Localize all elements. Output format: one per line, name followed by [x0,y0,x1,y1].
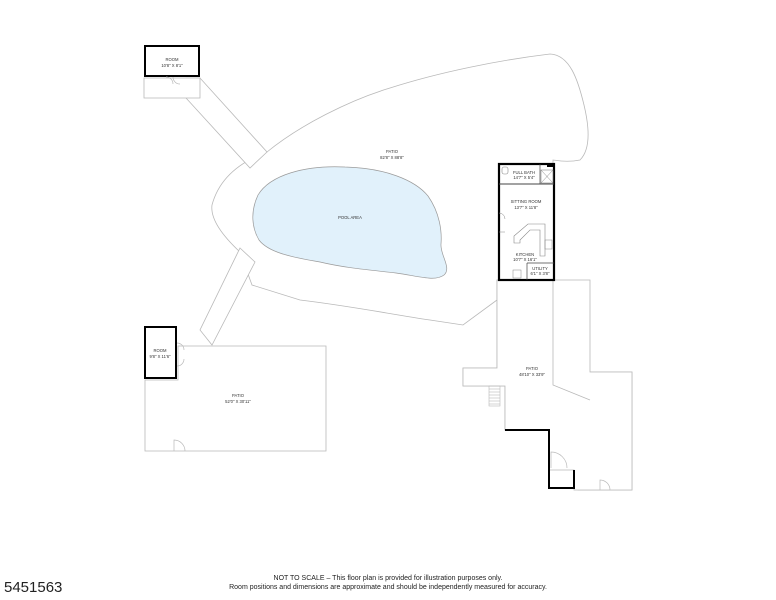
shower-icon [540,169,554,184]
patio-right-name: PATIO [526,366,539,371]
room-top [144,45,200,77]
room-top-name: ROOM [165,57,179,62]
patio-main-name: PATIO [386,149,399,154]
room-top-size: 10'8" X 8'1" [161,63,183,68]
disclaimer-line-1: NOT TO SCALE – This floor plan is provid… [273,575,503,582]
shower-x-icon [540,169,554,184]
patio-left-outline [144,345,327,452]
vent-icon [547,163,553,167]
room-left-size: 9'8" X 11'6" [149,354,171,359]
room-left-door-icon [176,342,185,367]
patio-right-size: 48'10" X 33'9" [519,372,546,377]
patio-left-door-icon [173,439,186,452]
room-top-door-icon [165,76,181,85]
patio-left-name: PATIO [232,393,245,398]
toilet-icon [501,166,509,175]
fridge-icon [512,269,522,279]
patio-right-black-wall [505,429,575,489]
pool-house-door-icon [498,212,506,233]
patio-right-door-icon-2 [599,479,611,491]
sitting-room-name: SITTING ROOM [511,199,542,204]
full-bath-name: FULL BATH [513,170,535,175]
patio-left-size: 52'0" X 30'11" [225,399,251,404]
disclaimer-line-2: Room positions and dimensions are approx… [229,584,547,591]
pool-area [252,166,448,279]
patio-main-size: 82'8" X 88'8" [380,155,404,160]
kitchen-name: KITCHEN [516,252,534,257]
stove-icon [544,239,553,250]
full-bath-size: 14'7" X 5'4" [513,175,535,180]
patio-right-door-icon [550,451,568,469]
utility-name: UTILITY [532,266,548,271]
listing-id: 5451563 [4,579,63,596]
stairs-icon [488,385,501,407]
pool-house [497,162,556,282]
room-left-name: ROOM [153,348,167,353]
sitting-room-size: 13'7" X 11'8" [514,205,538,210]
patio-right-inner-wall [552,280,591,401]
room-left [144,326,177,379]
pool-label: POOL AREA [338,215,362,220]
walkway-top-landing [143,77,201,99]
utility-size: 6'1" X 3'8" [530,271,550,276]
kitchen-counter [513,223,546,257]
walkway-left [199,247,256,346]
kitchen-size: 10'7" X 16'1" [513,257,537,262]
patio-right-shape [462,279,633,491]
